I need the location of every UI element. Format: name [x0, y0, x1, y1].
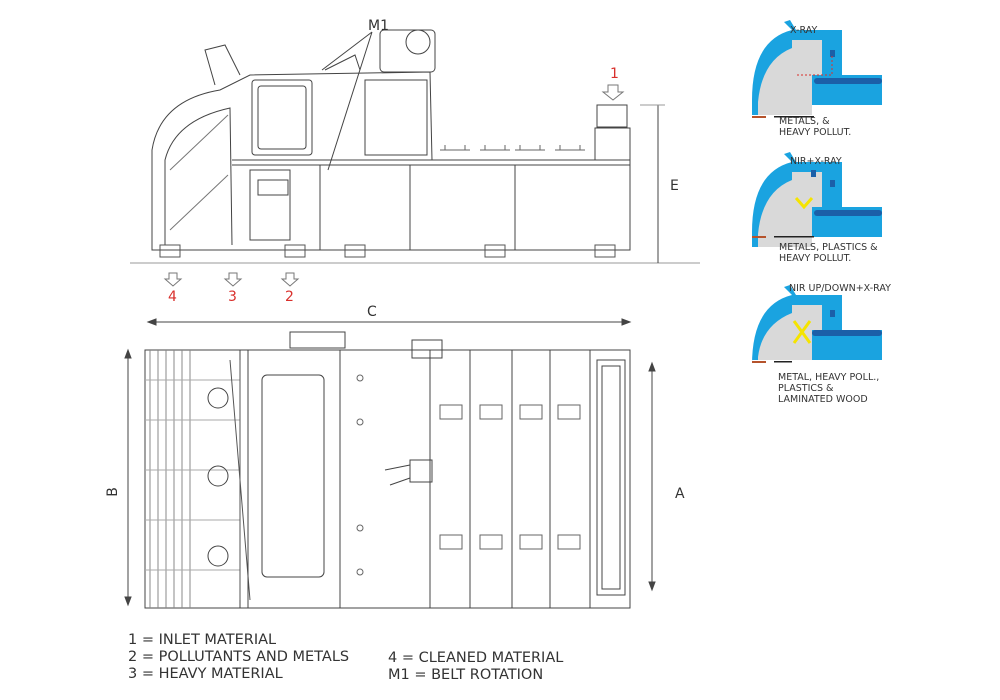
- dimension-c: C: [367, 304, 377, 320]
- inlet-number: 1: [610, 66, 619, 82]
- legend-column-1: 1 = INLET MATERIAL 2 = POLLUTANTS AND ME…: [128, 632, 349, 683]
- variant-caption-nir-updown-xray: METAL, HEAVY POLL., PLASTICS & LAMINATED…: [778, 372, 879, 405]
- variant-caption-nir-xray: METALS, PLASTICS & HEAVY POLLUT.: [779, 242, 878, 264]
- outlet-number-3: 3: [228, 289, 237, 305]
- variant-title-xray: X-RAY: [790, 25, 818, 36]
- m1-label: M1: [368, 18, 389, 34]
- legend-column-2: 4 = CLEANED MATERIAL M1 = BELT ROTATION: [388, 650, 563, 684]
- legend-item: 1 = INLET MATERIAL: [128, 632, 277, 648]
- dimension-e: E: [670, 178, 679, 194]
- variant-title-nir-xray: NIR+X-RAY: [790, 156, 842, 167]
- caption-line: METAL, HEAVY POLL.,: [778, 372, 880, 383]
- outlet-number-4: 4: [168, 289, 177, 305]
- caption-line: HEAVY POLLUT.: [779, 127, 852, 138]
- legend-item: 3 = HEAVY MATERIAL: [128, 666, 283, 682]
- caption-line: METALS, PLASTICS &: [779, 242, 878, 253]
- dimension-a: A: [675, 486, 685, 502]
- caption-line: METALS, &: [779, 116, 830, 127]
- caption-line: PLASTICS &: [778, 383, 834, 394]
- legend-item: 4 = CLEANED MATERIAL: [388, 650, 564, 666]
- side-view: [130, 29, 700, 287]
- caption-line: HEAVY POLLUT.: [779, 253, 852, 264]
- variant-diagrams: [752, 20, 882, 365]
- dimension-b: B: [104, 487, 121, 497]
- top-view: [124, 318, 656, 609]
- variant-title-nir-updown-xray: NIR UP/DOWN+X-RAY: [789, 283, 891, 294]
- legend-item: M1 = BELT ROTATION: [388, 667, 544, 683]
- variant-caption-xray: METALS, & HEAVY POLLUT.: [779, 116, 851, 138]
- outlet-number-2: 2: [285, 289, 294, 305]
- caption-line: LAMINATED WOOD: [778, 394, 868, 405]
- legend-item: 2 = POLLUTANTS AND METALS: [128, 649, 350, 665]
